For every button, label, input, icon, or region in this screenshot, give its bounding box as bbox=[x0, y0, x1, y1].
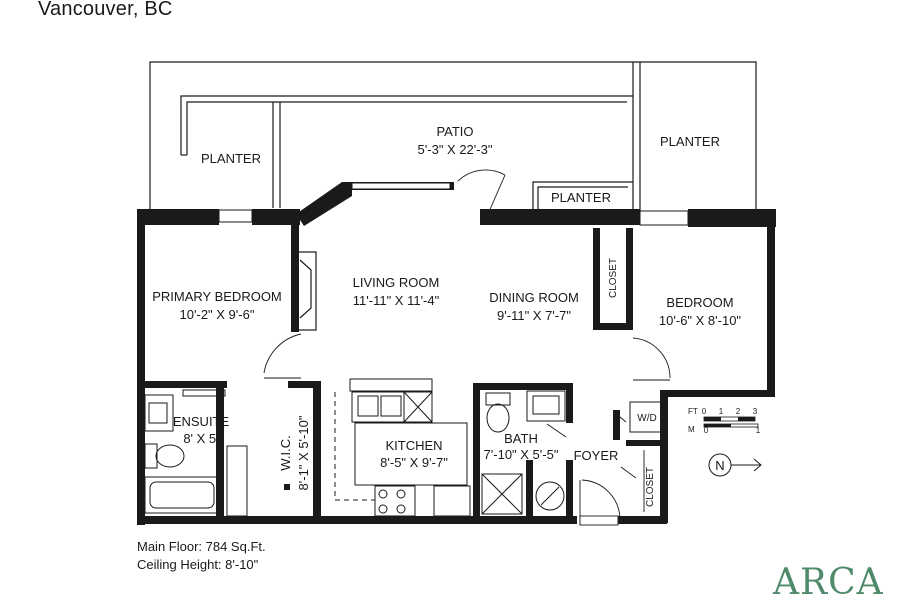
scale-ft-tick-1: 1 bbox=[719, 407, 724, 416]
bath-label: BATH bbox=[504, 431, 538, 446]
living-room-dims: 11'-11" X 11'-4" bbox=[353, 293, 440, 308]
small-planter-outline bbox=[532, 181, 633, 211]
main-floor-area: Main Floor: 784 Sq.Ft. bbox=[137, 539, 266, 554]
scale-bar: FT 0 1 2 3 M 0 1 bbox=[688, 407, 761, 435]
ensuite-fixtures bbox=[144, 389, 248, 517]
washer-dryer bbox=[629, 401, 664, 433]
fireplace bbox=[297, 251, 317, 331]
city-title: Vancouver, BC bbox=[38, 0, 173, 20]
scale-m-tick-1: 1 bbox=[756, 426, 761, 435]
patio-dims: 5'-3" X 22'-3" bbox=[418, 142, 493, 157]
bedroom-dims: 10'-6" X 8'-10" bbox=[659, 313, 742, 328]
bath-dims: 7'-10" X 5'-5" bbox=[484, 447, 559, 462]
wic-dims: 8'-1" X 5'-10" bbox=[296, 415, 311, 490]
kitchen-label: KITCHEN bbox=[385, 438, 442, 453]
door-swings bbox=[263, 169, 671, 526]
windows bbox=[218, 182, 689, 226]
kitchen-fixtures bbox=[334, 378, 471, 517]
scale-ft-tick-0: 0 bbox=[702, 407, 707, 416]
wd-label: W/D bbox=[637, 413, 656, 424]
planter-inner-outline bbox=[186, 101, 627, 155]
scale-ft-tick-3: 3 bbox=[753, 407, 758, 416]
patio-label: PATIO bbox=[436, 124, 473, 139]
ceiling-height: Ceiling Height: 8'-10" bbox=[137, 557, 259, 572]
dining-room-dims: 9'-11" X 7'-7" bbox=[497, 308, 571, 323]
bedroom-label: BEDROOM bbox=[666, 295, 733, 310]
kitchen-dims: 8'-5" X 9'-7" bbox=[380, 455, 448, 470]
ensuite-label: ENSUITE bbox=[173, 414, 230, 429]
ensuite-dims: 8' X 5' bbox=[183, 431, 218, 446]
closet-bottom-label: CLOSET bbox=[645, 467, 656, 507]
planter-small-label: PLANTER bbox=[551, 190, 611, 205]
foyer-label: FOYER bbox=[574, 448, 619, 463]
patio-outline bbox=[149, 61, 757, 211]
north-arrow: N bbox=[708, 453, 762, 477]
planter-right-label: PLANTER bbox=[660, 134, 720, 149]
scale-m-tick-0: 0 bbox=[704, 426, 709, 435]
bath-fixtures bbox=[481, 390, 566, 515]
closet-top-label: CLOSET bbox=[608, 258, 619, 298]
primary-bedroom-dims: 10'-2" X 9'-6" bbox=[180, 307, 255, 322]
wic-marker bbox=[284, 484, 290, 490]
scale-m-label: M bbox=[688, 425, 695, 434]
north-label: N bbox=[715, 458, 724, 473]
patio-inner-outline bbox=[180, 95, 634, 211]
planter-left-label: PLANTER bbox=[201, 151, 261, 166]
primary-bedroom-label: PRIMARY BEDROOM bbox=[152, 289, 282, 304]
dining-room-label: DINING ROOM bbox=[489, 290, 579, 305]
living-room-label: LIVING ROOM bbox=[353, 275, 440, 290]
small-planter-inner bbox=[537, 186, 628, 211]
exterior-walls bbox=[137, 182, 776, 525]
scale-ft-label: FT bbox=[688, 407, 698, 416]
arca-logo: ARCA bbox=[773, 562, 884, 603]
wic-label: W.I.C. bbox=[278, 435, 293, 470]
scale-ft-tick-2: 2 bbox=[736, 407, 741, 416]
